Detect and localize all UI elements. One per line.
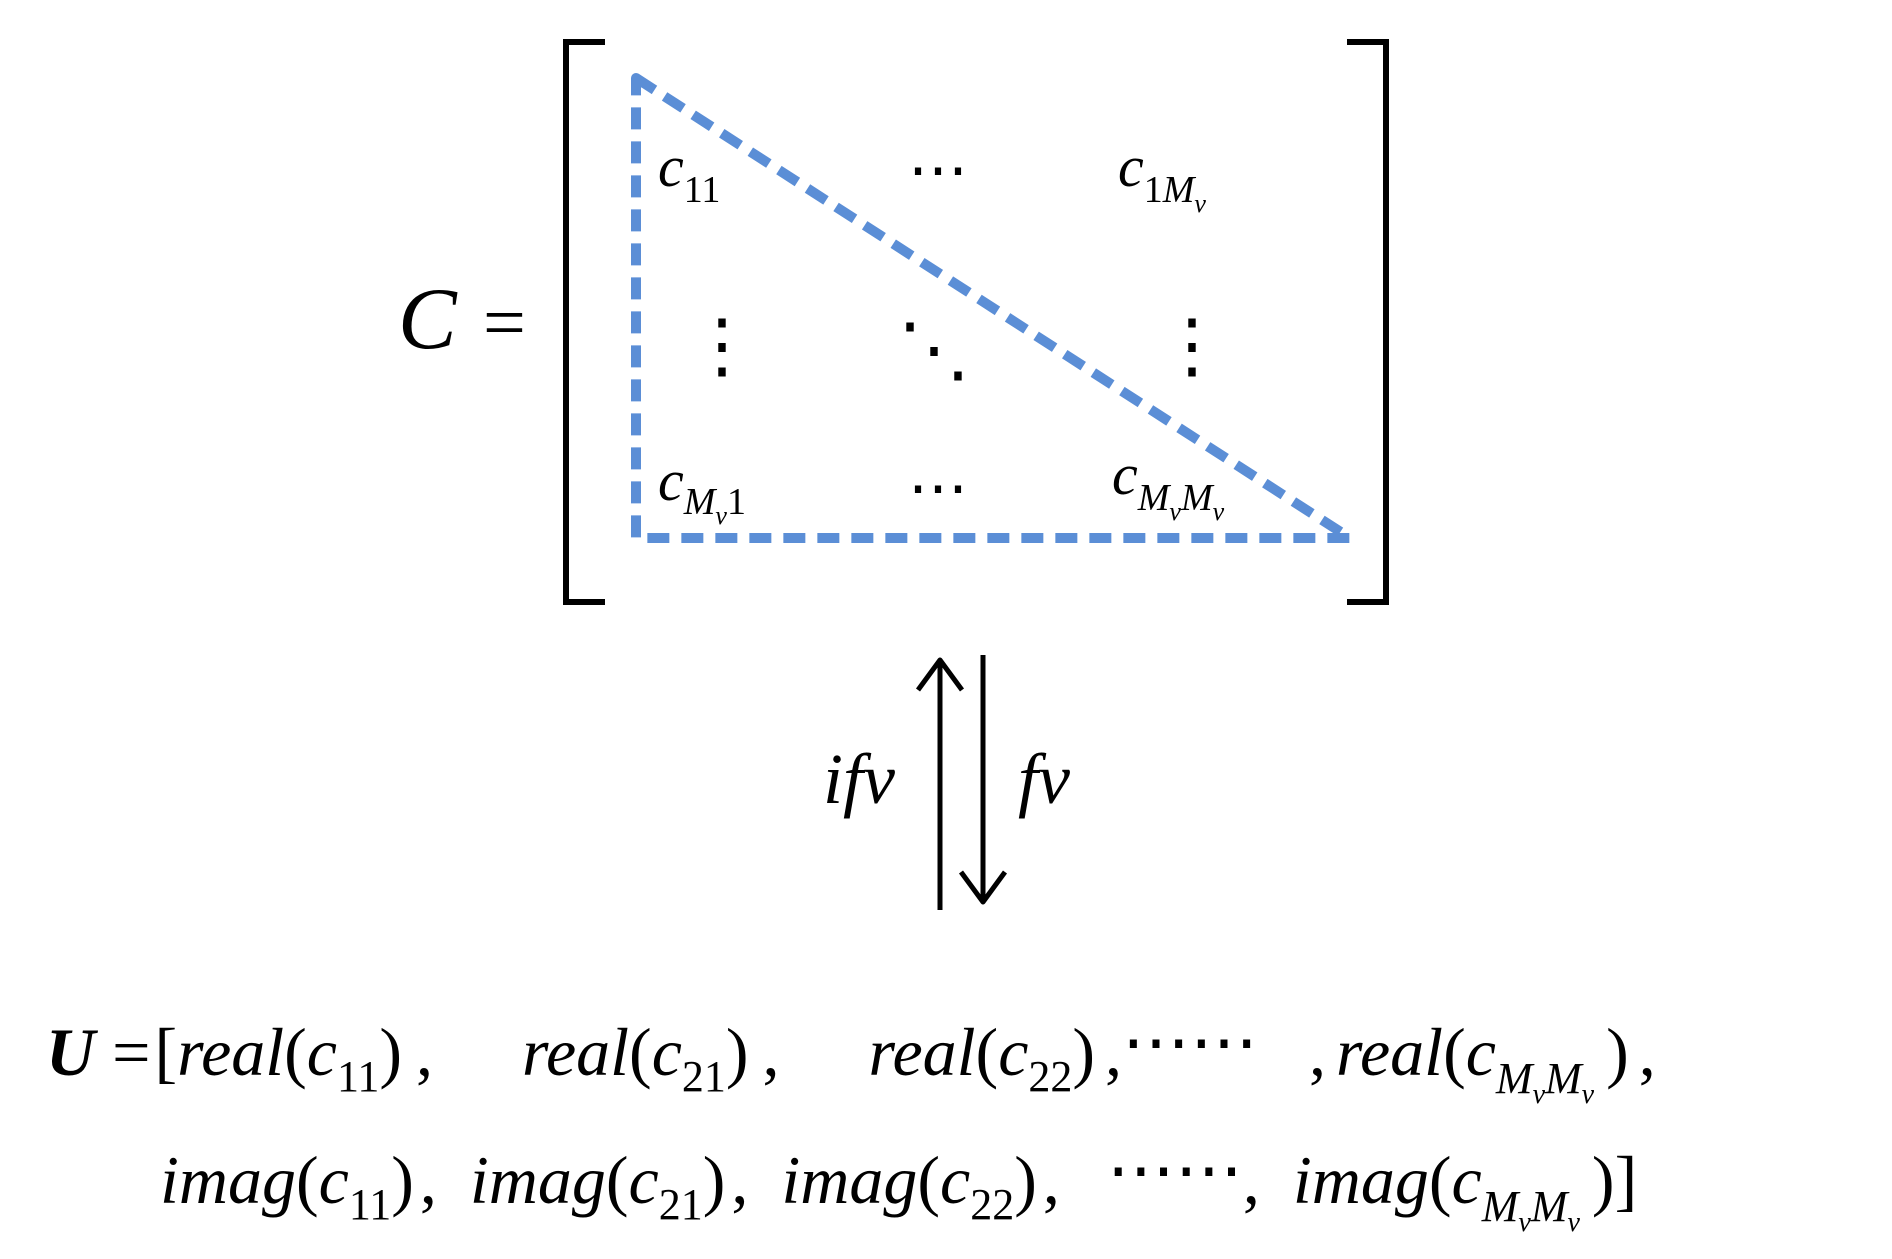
entry-row1-ellipsis: ⋯ (908, 137, 968, 203)
vector-line-2: imag(c11), imag(c21), imag(c22), ⋯⋯, ima… (160, 1132, 1637, 1238)
matrix-equals: = (483, 281, 526, 365)
fv-label: fv (1018, 739, 1070, 819)
entry-c11: c11 (658, 134, 720, 211)
down-arrow (958, 655, 1008, 905)
entry-ddots: ⋱ (898, 310, 970, 390)
entry-c1Mv: c1Mv (1118, 134, 1206, 218)
entry-cMv1: cMv1 (658, 448, 746, 530)
matrix-c: C = c11 ⋯ c1Mv ⋮ ⋱ ⋮ cMv1 ⋯ cMvMv (398, 39, 1389, 605)
matrix-symbol: C (398, 271, 458, 368)
left-bracket (563, 39, 605, 605)
entry-colM-vdots: ⋮ (1156, 306, 1228, 386)
transform-arrows: ifv fv (823, 655, 1070, 910)
vector-line-1: U =[real(c11), real(c21), real(c22),⋯⋯ ,… (46, 1004, 1656, 1110)
ifv-label: ifv (823, 739, 895, 819)
entry-col1-vdots: ⋮ (686, 306, 758, 386)
up-arrow (915, 657, 965, 910)
entry-row3-ellipsis: ⋯ (908, 455, 968, 521)
vector-u: U =[real(c11), real(c21), real(c22),⋯⋯ ,… (46, 1004, 1656, 1238)
right-bracket (1347, 39, 1389, 605)
lower-triangle-outline (631, 73, 1355, 543)
entry-cMvMv: cMvMv (1112, 442, 1225, 526)
